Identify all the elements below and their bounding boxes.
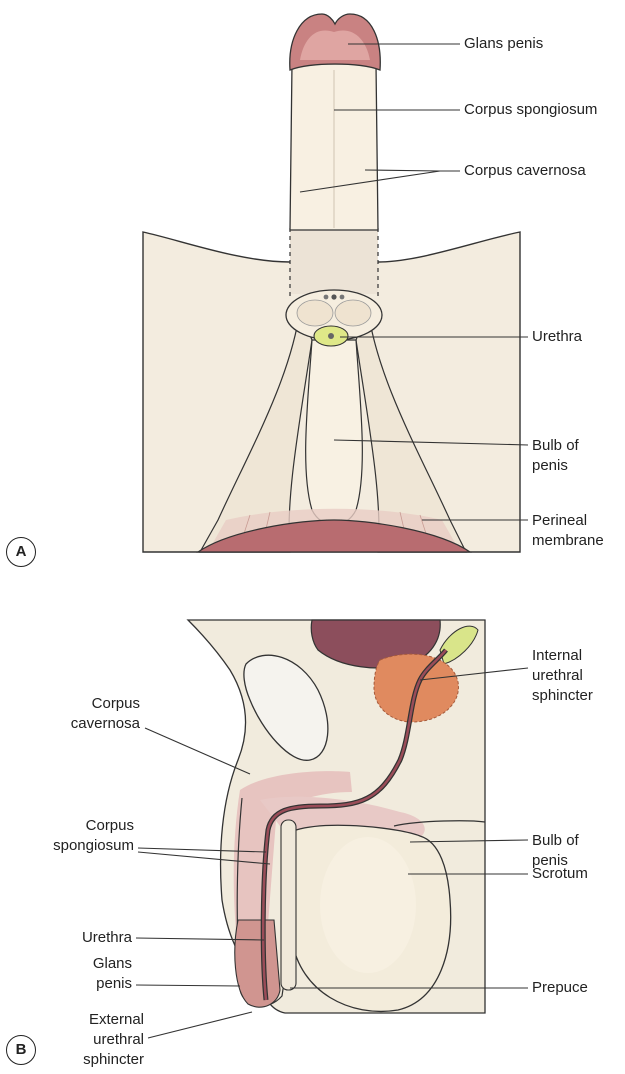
prepuce-fold <box>281 820 296 990</box>
label-internal-urethral-sphincter: Internal urethral sphincter <box>532 646 593 706</box>
bulb-shape <box>306 340 363 525</box>
label-bulb-of-penis-a: Bulb of penis <box>532 436 579 476</box>
label-glans-penis-a: Glans penis <box>464 34 543 54</box>
label-corpus-spongiosum-a: Corpus spongiosum <box>464 100 597 120</box>
label-urethra-a: Urethra <box>532 327 582 347</box>
label-perineal-membrane-a: Perineal membrane <box>532 511 604 551</box>
label-corpus-cavernosa-a: Corpus cavernosa <box>464 161 586 181</box>
label-scrotum: Scrotum <box>532 864 588 884</box>
label-glans-penis-b: Glans penis <box>30 954 132 994</box>
panel-b-drawing <box>188 620 485 1013</box>
testis <box>320 837 416 973</box>
label-external-urethral-sphincter: External urethral sphincter <box>30 1010 144 1070</box>
panel-a-drawing <box>143 14 520 552</box>
label-corpus-spongiosum-b: Corpus spongiosum <box>30 816 134 856</box>
glans-b <box>235 920 280 1007</box>
penis-root-dashed <box>290 228 378 294</box>
panel-a-letter: A <box>6 537 36 567</box>
label-prepuce: Prepuce <box>532 978 588 998</box>
label-urethra-b: Urethra <box>30 928 132 948</box>
label-corpus-cavernosa-b: Corpus cavernosa <box>40 694 140 734</box>
